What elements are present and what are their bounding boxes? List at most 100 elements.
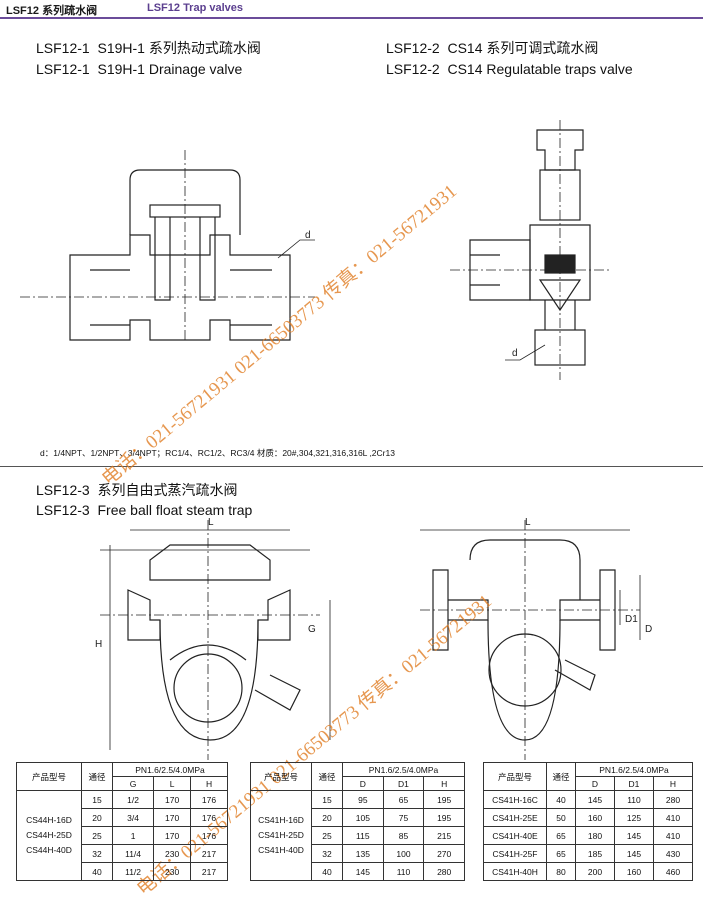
table-cell: 110 — [382, 862, 425, 881]
spec-table-3: 产品型号 通径 PN1.6/2.5/4.0MPa D D1 H CS41H-16… — [483, 762, 694, 881]
table-cell: 170 — [153, 790, 192, 809]
table-cell: 200 — [575, 862, 615, 881]
s2-code-en: LSF12-2 CS14 Regulatable traps valve — [386, 61, 633, 77]
table-cell: 25 — [311, 826, 343, 845]
t3-head-pn: PN1.6/2.5/4.0MPa — [575, 762, 693, 777]
ball-float-trap-threaded-drawing — [100, 520, 331, 760]
t3-head-dn: 通径 — [546, 762, 576, 791]
page-title: LSF12 系列疏水阀 — [6, 5, 98, 17]
table-cell: 430 — [652, 844, 694, 863]
table-cell: 125 — [613, 808, 654, 827]
dim-G-1: G — [308, 624, 316, 635]
table-cell: 1/2 — [111, 790, 155, 809]
table-cell: 75 — [382, 808, 425, 827]
s1-code-en: LSF12-1 S19H-1 Drainage valve — [36, 61, 243, 77]
table-cell: 176 — [190, 790, 228, 809]
t1-col-g: G — [111, 776, 155, 791]
s3-code-en: LSF12-3 Free ball float steam trap — [36, 502, 253, 518]
table-cell: 195 — [423, 808, 465, 827]
table-cell: 185 — [575, 844, 615, 863]
table-cell: 170 — [153, 808, 192, 827]
dim-H-1: H — [95, 639, 102, 650]
table-cell: CS41H-40E — [483, 826, 547, 845]
s1-code-cn: LSF12-1 S19H-1 系列热动式疏水阀 — [36, 40, 261, 56]
dim-L-1: L — [208, 517, 214, 528]
table-cell: 115 — [342, 826, 384, 845]
table-cell: CS41H-40H — [483, 862, 547, 881]
table-cell: CS41H-25F — [483, 844, 547, 863]
table-cell: 3/4 — [111, 808, 155, 827]
table-cell: 20 — [311, 808, 343, 827]
ball-float-trap-flanged-drawing — [420, 520, 641, 760]
dim-D1: D1 — [625, 614, 638, 625]
page-header: LSF12 系列疏水阀 LSF12 Trap valves — [0, 0, 703, 19]
t1-col-l: L — [153, 776, 192, 791]
table-cell: 15 — [81, 790, 113, 809]
table-cell: 15 — [311, 790, 343, 809]
page-subtitle: LSF12 Trap valves — [147, 2, 243, 14]
table-cell: CS41H-16C — [483, 790, 547, 809]
table-cell: 50 — [546, 808, 576, 827]
dim-L-2: L — [525, 517, 531, 528]
regulatable-trap-drawing — [450, 120, 610, 380]
table-cell: 65 — [546, 844, 576, 863]
s3-code-cn: LSF12-3 系列自由式蒸汽疏水阀 — [36, 482, 238, 498]
material-note: d：1/4NPT、1/2NPT、3/4NPT；RC1/4、RC1/2、RC3/4… — [40, 448, 395, 458]
t2-col-h: H — [423, 776, 465, 791]
table-cell: 145 — [342, 862, 384, 881]
table-cell: 280 — [652, 790, 694, 809]
table-cell: 230 — [153, 862, 192, 881]
section-divider — [0, 466, 703, 467]
t3-head-model: 产品型号 — [483, 762, 547, 791]
table-cell: 145 — [613, 844, 654, 863]
table-cell: 32 — [311, 844, 343, 863]
table-cell: 217 — [190, 844, 228, 863]
t1-head-dn: 通径 — [81, 762, 113, 791]
t2-col-d: D — [342, 776, 384, 791]
dim-D: D — [645, 624, 652, 635]
t2-col-d1: D1 — [382, 776, 425, 791]
t2-head-pn: PN1.6/2.5/4.0MPa — [342, 762, 465, 777]
table-cell: 160 — [613, 862, 654, 881]
s2-code-cn: LSF12-2 CS14 系列可调式疏水阀 — [386, 40, 599, 56]
dim-d-2: d — [512, 348, 518, 359]
t1-head-pn: PN1.6/2.5/4.0MPa — [112, 762, 228, 777]
table-cell: 230 — [153, 844, 192, 863]
t3-col-d: D — [575, 776, 615, 791]
table-cell: 215 — [423, 826, 465, 845]
table-cell: 110 — [613, 790, 654, 809]
table-cell: 85 — [382, 826, 425, 845]
spec-table-2: 产品型号 通径 PN1.6/2.5/4.0MPa D D1 H CS41H-16… — [250, 762, 465, 881]
table-cell: 80 — [546, 862, 576, 881]
table-cell: 410 — [652, 808, 694, 827]
header-divider — [0, 17, 703, 19]
table-cell: 95 — [342, 790, 384, 809]
table-cell: 217 — [190, 862, 228, 881]
table-cell: 20 — [81, 808, 113, 827]
table-cell: 11/2 — [111, 862, 155, 881]
table-cell: 65 — [382, 790, 425, 809]
table-cell: 145 — [613, 826, 654, 845]
table-cell: 1 — [111, 826, 155, 845]
table-cell: 145 — [575, 790, 615, 809]
t3-col-d1: D1 — [613, 776, 654, 791]
spec-table-1: 产品型号 通径 PN1.6/2.5/4.0MPa G L H CS44H-16D… — [16, 762, 228, 881]
table-cell: 160 — [575, 808, 615, 827]
table-cell: 40 — [81, 862, 113, 881]
table-cell: 280 — [423, 862, 465, 881]
t1-head-model: 产品型号 — [16, 762, 82, 791]
table-cell: 105 — [342, 808, 384, 827]
table-cell: 32 — [81, 844, 113, 863]
table-cell: 11/4 — [111, 844, 155, 863]
table-cell: 65 — [546, 826, 576, 845]
t1-col-h: H — [190, 776, 228, 791]
table-cell: 25 — [81, 826, 113, 845]
table-cell: 270 — [423, 844, 465, 863]
dim-d-1: d — [305, 230, 311, 241]
table-cell: 176 — [190, 826, 228, 845]
t3-col-h: H — [652, 776, 694, 791]
table-cell: 100 — [382, 844, 425, 863]
